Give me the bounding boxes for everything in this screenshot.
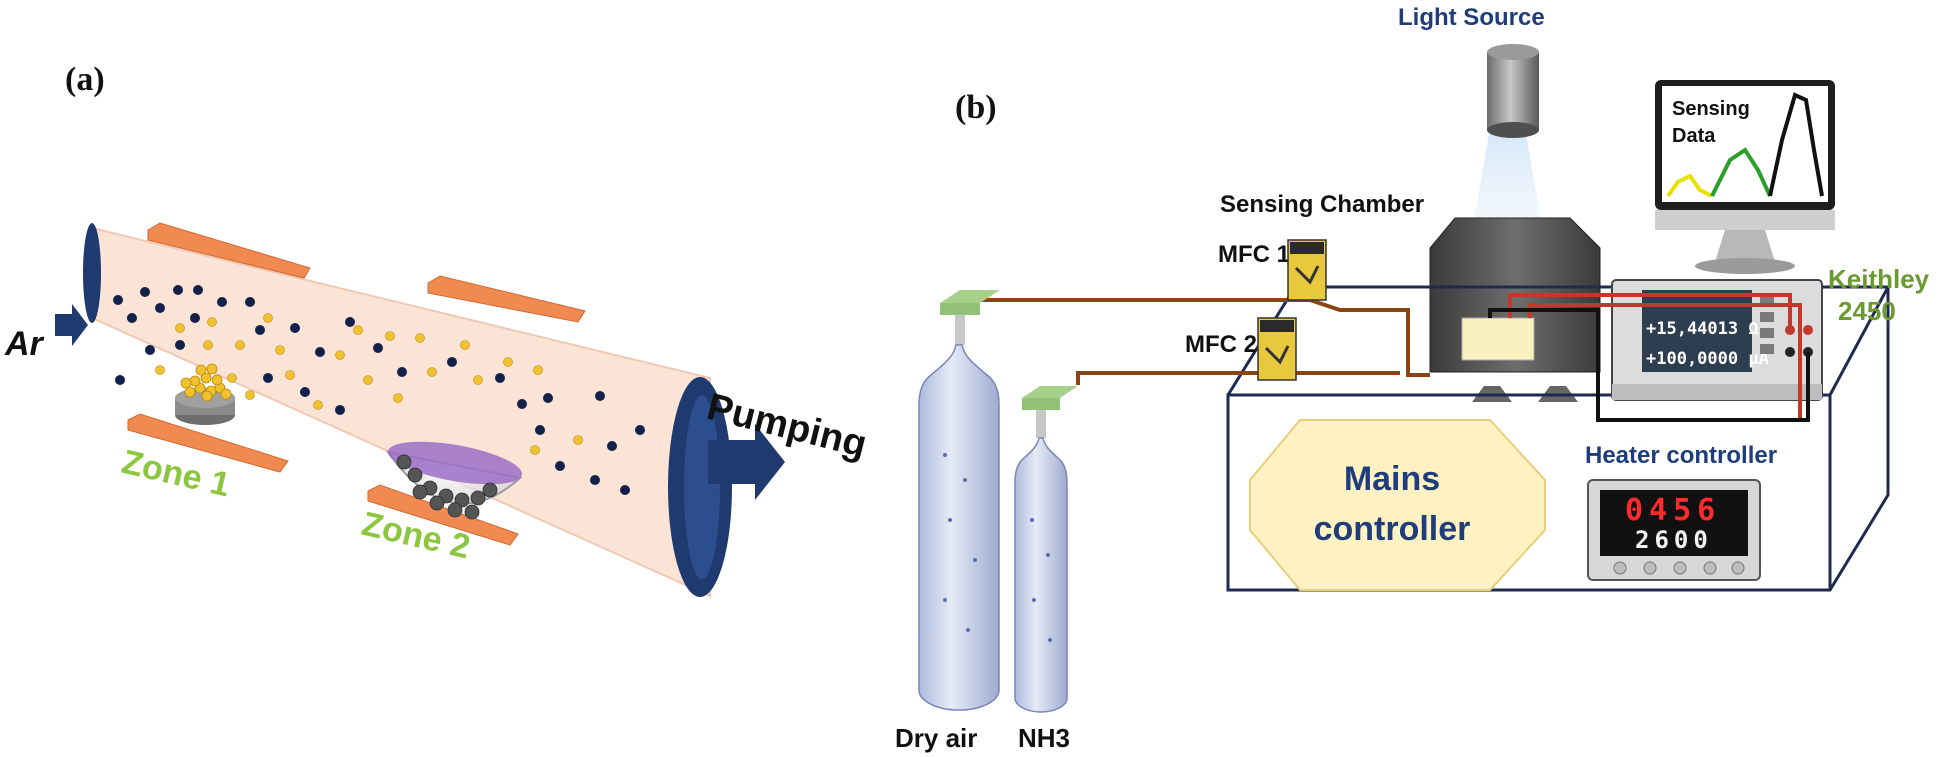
mfc2-icon <box>1257 317 1297 381</box>
ar-label: Ar <box>4 325 45 363</box>
lamp-icon <box>1487 44 1539 138</box>
heater-bottom-zone2 <box>367 484 519 546</box>
heater-controller-label: Heater controller <box>1585 442 1777 469</box>
heater-bottom-zone1 <box>127 413 289 473</box>
vapour-particles-dark <box>113 285 645 495</box>
mains-controller-line1: Mains <box>1344 460 1440 498</box>
mains-controller: Mains controller <box>1249 419 1546 591</box>
mfc2-label: MFC 2 <box>1185 331 1257 358</box>
keithley-label-line2: 2450 <box>1838 296 1896 326</box>
panel-b-label: (b) <box>955 89 997 126</box>
sensing-data-label-line1: Sensing <box>1672 98 1750 120</box>
keithley-label-line1: Keithley <box>1828 264 1930 294</box>
light-source-label: Light Source <box>1398 4 1545 31</box>
nh3-cylinder <box>1014 386 1078 713</box>
nh3-label: NH3 <box>1018 723 1070 753</box>
keithley-reading-resistance: +15,44013 Ω <box>1646 319 1759 339</box>
ar-inlet-arrow-icon <box>55 304 88 346</box>
tube-cap-left <box>83 223 101 323</box>
sensing-data-label-line2: Data <box>1672 125 1716 147</box>
dry-air-label: Dry air <box>895 723 977 753</box>
panel-a-label: (a) <box>65 61 105 98</box>
sensing-trace-yellow <box>1666 173 1713 198</box>
mains-controller-line2: controller <box>1314 510 1471 548</box>
dry-air-cylinder <box>918 290 1000 711</box>
heater-top-zone1 <box>147 222 311 279</box>
mfc1-icon <box>1287 239 1327 301</box>
mfc1-label: MFC 1 <box>1218 241 1290 268</box>
sensing-chamber-label: Sensing Chamber <box>1220 191 1424 218</box>
sensing-trace-black <box>1768 92 1824 197</box>
monitor-icon: Sensing Data <box>1655 80 1835 274</box>
panel-a: (a) Ar Pumping Zone 1 Zone 2 <box>4 61 871 598</box>
heater-reading-actual: 2600 <box>1635 526 1713 554</box>
heater-top-zone2 <box>427 275 586 323</box>
zone1-precursor-pile <box>180 363 232 402</box>
sensing-trace-green <box>1710 147 1772 197</box>
zone2-substrate-dome <box>385 441 523 520</box>
keithley-reading-current: +100,0000 μA <box>1646 349 1769 369</box>
pumping-arrow-icon <box>708 424 785 500</box>
heater-reading-setpoint: 0456 <box>1625 493 1721 528</box>
panel-b: (b) Light Source Sensing Data Sensing Ch… <box>895 4 1930 753</box>
heater-controller-unit: 0456 2600 <box>1587 479 1761 581</box>
vapour-particles-gold <box>155 313 583 455</box>
probe-wires <box>1488 293 1810 422</box>
